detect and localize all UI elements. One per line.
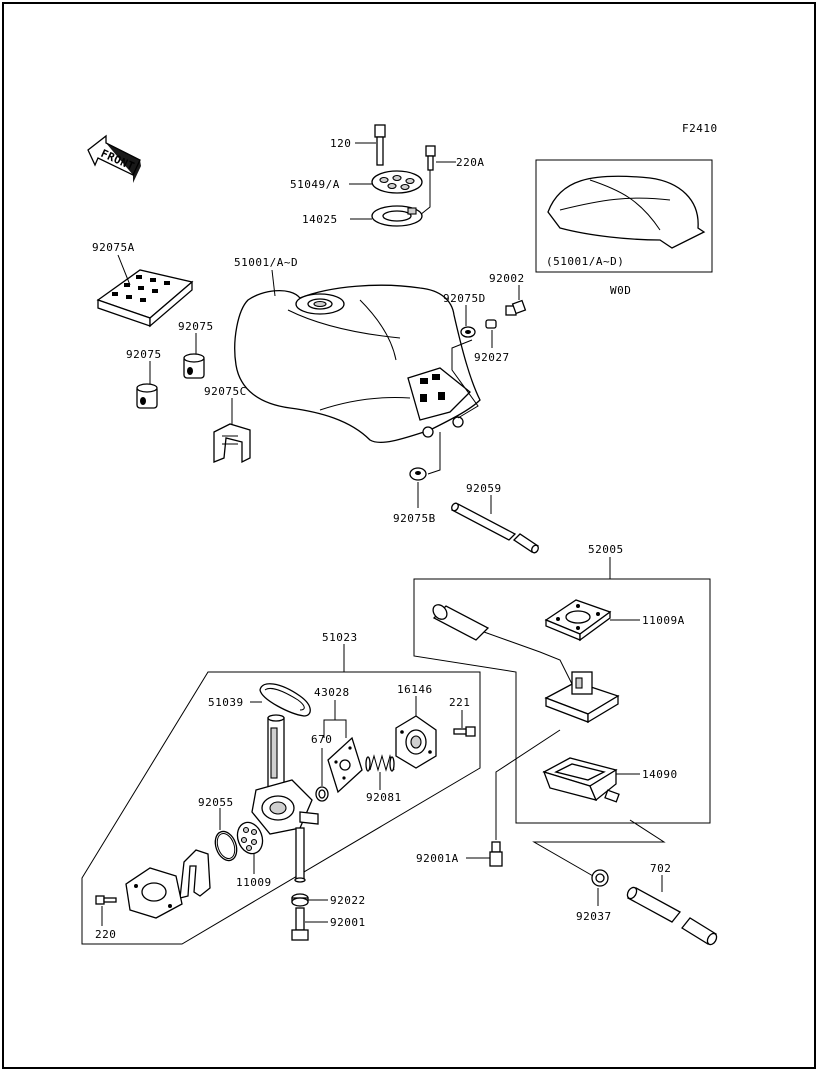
label-92075A: 92075A bbox=[92, 241, 135, 254]
cover-16146 bbox=[395, 696, 437, 769]
spring-92081 bbox=[365, 754, 395, 790]
label-92027: 92027 bbox=[474, 351, 510, 364]
label-51049: 51049/A bbox=[290, 178, 340, 191]
figure-code: F2410 bbox=[682, 122, 718, 135]
label-51039: 51039 bbox=[208, 696, 244, 709]
leader-92037 bbox=[532, 819, 666, 881]
label-220: 220 bbox=[95, 928, 116, 941]
collar-92075D bbox=[451, 305, 479, 419]
label-92075D: 92075D bbox=[443, 292, 486, 305]
gasket-14025 bbox=[350, 205, 423, 227]
label-43028: 43028 bbox=[314, 686, 350, 699]
hose-92059 bbox=[450, 495, 540, 554]
bolt-92002 bbox=[505, 285, 527, 316]
label-92075-lower: 92075 bbox=[126, 348, 162, 361]
screw-220 bbox=[95, 895, 117, 926]
plate-92075A bbox=[96, 254, 194, 328]
label-92001A: 92001A bbox=[416, 852, 459, 865]
label-92022: 92022 bbox=[330, 894, 366, 907]
inset-note: W0D bbox=[610, 284, 631, 297]
label-92075C: 92075C bbox=[204, 385, 247, 398]
label-221: 221 bbox=[449, 696, 470, 709]
grommet-92075B bbox=[409, 432, 441, 508]
damper-92075C bbox=[213, 398, 251, 464]
label-16146: 16146 bbox=[397, 683, 433, 696]
label-51023: 51023 bbox=[322, 631, 358, 644]
label-14090: 14090 bbox=[642, 768, 678, 781]
oring-92055 bbox=[214, 808, 238, 862]
label-92037: 92037 bbox=[576, 910, 612, 923]
filter-11009 bbox=[236, 821, 264, 874]
cap-51049 bbox=[349, 170, 423, 194]
hose-702 bbox=[626, 875, 718, 946]
label-92002: 92002 bbox=[489, 272, 525, 285]
label-11009A: 11009A bbox=[642, 614, 685, 627]
bolt-120 bbox=[355, 124, 386, 166]
screw-220A bbox=[419, 145, 456, 216]
bolt-92001 bbox=[291, 907, 328, 941]
diaphragm-43028 bbox=[323, 700, 363, 794]
label-92075-upper: 92075 bbox=[178, 320, 214, 333]
fuel-tank-51001 bbox=[234, 269, 481, 443]
label-92075B: 92075B bbox=[393, 512, 436, 525]
fuel-cock-assembly-51023 bbox=[81, 644, 481, 945]
oring-670 bbox=[315, 748, 329, 802]
screw-221 bbox=[453, 710, 476, 737]
label-92059: 92059 bbox=[466, 482, 502, 495]
label-11009: 11009 bbox=[236, 876, 272, 889]
label-92055: 92055 bbox=[198, 796, 234, 809]
inset-caption: (51001/A~D) bbox=[546, 255, 624, 268]
label-92081: 92081 bbox=[366, 791, 402, 804]
label-52005: 52005 bbox=[588, 543, 624, 556]
leader-92001A bbox=[495, 729, 561, 840]
rubber-92075-lower bbox=[136, 361, 158, 409]
washer-92022 bbox=[291, 893, 328, 907]
collar-92027 bbox=[485, 319, 497, 348]
rubber-92075-upper bbox=[183, 333, 205, 379]
bracket-cock bbox=[179, 849, 211, 899]
fuel-cock-body bbox=[251, 714, 319, 883]
label-51001: 51001/A~D bbox=[234, 256, 298, 269]
sender-assembly-52005 bbox=[413, 557, 711, 824]
gasket-plate bbox=[125, 867, 183, 919]
label-220A: 220A bbox=[456, 156, 485, 169]
label-92001: 92001 bbox=[330, 916, 366, 929]
label-702: 702 bbox=[650, 862, 671, 875]
clip-92037 bbox=[591, 869, 609, 906]
label-14025: 14025 bbox=[302, 213, 338, 226]
label-120: 120 bbox=[330, 137, 351, 150]
front-arrow-icon: FRONT bbox=[87, 134, 141, 183]
oring-51039 bbox=[250, 683, 311, 717]
inset-box: (51001/A~D) W0D bbox=[535, 159, 713, 297]
label-670: 670 bbox=[311, 733, 332, 746]
bolt-92001A bbox=[466, 841, 503, 867]
